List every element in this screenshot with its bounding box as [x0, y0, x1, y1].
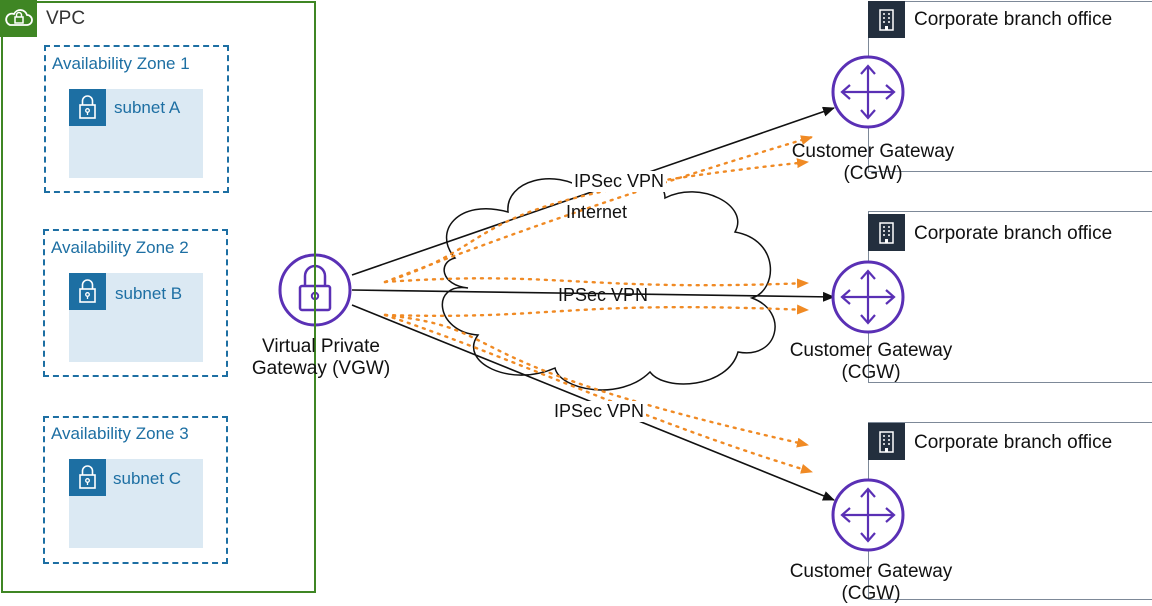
availability-zone-3-label: Availability Zone 3: [51, 424, 189, 443]
subnet-a-label: subnet A: [114, 98, 181, 117]
subnet-lock-icon: [69, 459, 106, 496]
cgw-2-label-line1: Customer Gateway: [789, 340, 953, 361]
subnet-lock-icon: [69, 273, 106, 310]
vpn-label-3: IPSec VPN: [552, 401, 647, 422]
vgw-label-line1: Virtual Private: [262, 336, 380, 357]
internet-label: Internet: [566, 202, 628, 222]
cgw-2-label: Customer Gateway (CGW): [776, 340, 966, 384]
subnet-c-label: subnet C: [113, 469, 182, 488]
availability-zone-1: [44, 45, 229, 193]
availability-zone-2-label: Availability Zone 2: [51, 238, 189, 257]
cgw-3-label-line1: Customer Gateway: [789, 561, 953, 582]
availability-zone-1-label: Availability Zone 1: [52, 54, 190, 73]
availability-zone-2: [43, 229, 228, 377]
branch-office-1-label: Corporate branch office: [914, 9, 1113, 30]
traffic-path-2a: [383, 277, 810, 289]
building-icon: [868, 214, 905, 251]
subnet-lock-icon: [69, 89, 106, 126]
cgw-icon-3: [831, 478, 905, 552]
traffic-path-1b: [383, 158, 810, 284]
cgw-1-label: Customer Gateway (CGW): [778, 141, 968, 185]
cgw-3-label: Customer Gateway (CGW): [776, 561, 966, 605]
cgw-icon-2: [831, 260, 905, 334]
cgw-1-label-line1: Customer Gateway: [791, 141, 955, 162]
traffic-path-1a: [383, 135, 814, 284]
subnet-b-label: subnet B: [115, 284, 183, 303]
cgw-3-label-line2: (CGW): [841, 583, 901, 604]
traffic-path-2b: [383, 304, 810, 317]
branch-office-2-label: Corporate branch office: [914, 223, 1113, 244]
traffic-path-3b: [383, 313, 814, 474]
cloud-lock-icon: [0, 0, 37, 37]
vgw-label: Virtual Private Gateway (VGW): [248, 336, 394, 380]
cgw-2-label-line2: (CGW): [841, 362, 901, 383]
building-icon: [868, 1, 905, 38]
vpc-label: VPC: [46, 8, 86, 29]
vpc-container: [1, 1, 316, 593]
traffic-path-3a: [383, 313, 810, 448]
cgw-icon-1: [831, 55, 905, 129]
availability-zone-3: [43, 416, 228, 564]
vpn-label-1: IPSec VPN: [572, 171, 667, 192]
building-icon: [868, 423, 905, 460]
cgw-1-label-line2: (CGW): [843, 163, 903, 184]
vpn-line-2: [351, 289, 835, 302]
branch-office-3-label: Corporate branch office: [914, 432, 1113, 453]
vpn-label-2: IPSec VPN: [558, 285, 649, 305]
vgw-label-line2: Gateway (VGW): [251, 358, 391, 379]
